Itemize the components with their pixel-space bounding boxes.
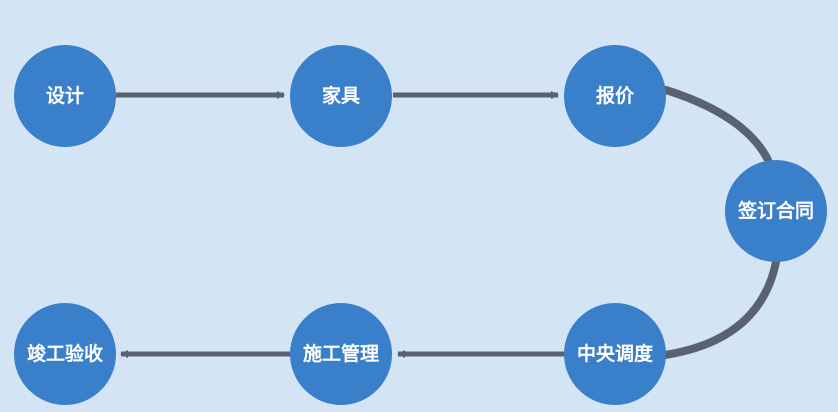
arc-quote-to-contract (662, 86, 772, 164)
step-furniture-circle (290, 45, 392, 147)
step-construction-management-circle (290, 303, 392, 405)
step-sign-contract-label: 签订合同 (737, 199, 814, 222)
step-completion-acceptance-label: 竣工验收 (27, 342, 103, 365)
step-furniture-label: 家具 (322, 84, 360, 107)
step-construction-management-label: 施工管理 (303, 342, 379, 365)
step-design-label: 设计 (46, 85, 84, 107)
step-completion-acceptance: 竣工验收 (14, 303, 116, 405)
step-central-dispatch-circle (564, 303, 666, 405)
step-design: 设计 (14, 45, 116, 147)
step-sign-contract-circle (725, 160, 827, 262)
step-quote: 报价 (564, 45, 666, 147)
step-construction-management: 施工管理 (290, 303, 392, 405)
step-quote-label: 报价 (596, 84, 635, 107)
step-furniture: 家具 (290, 45, 392, 147)
step-quote-circle (564, 45, 666, 147)
step-central-dispatch: 中央调度 (564, 303, 666, 405)
arc-contract-to-dispatch (661, 258, 780, 359)
step-sign-contract: 签订合同 (725, 160, 827, 262)
step-completion-acceptance-circle (14, 303, 116, 405)
step-central-dispatch-label: 中央调度 (577, 342, 654, 365)
step-design-circle (14, 45, 116, 147)
